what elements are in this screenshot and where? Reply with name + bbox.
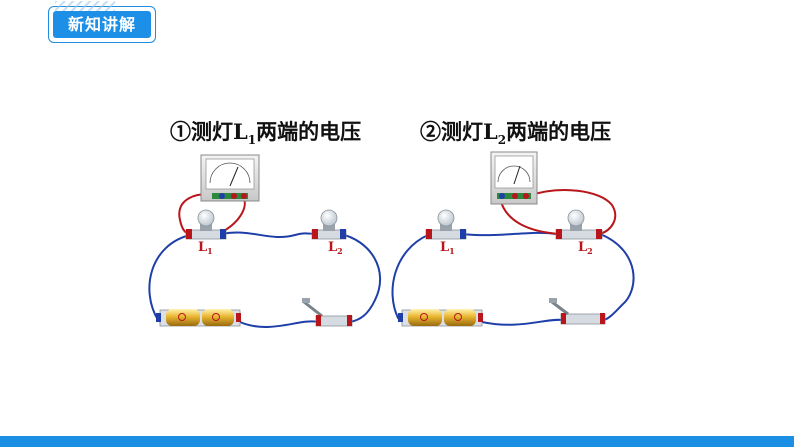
title-number: ② <box>420 119 441 144</box>
panel-2-title: ②测灯L2两端的电压 <box>420 116 611 147</box>
title-prefix: 测灯 <box>441 119 483 144</box>
wire-lamp2-to-switch <box>339 233 381 323</box>
wire-lamp1-to-battery <box>148 234 191 323</box>
wire-lamp1-to-lamp2 <box>221 231 317 239</box>
title-suffix: 两端的电压 <box>256 119 362 144</box>
lamp2-label: L2 <box>328 240 343 256</box>
wire-battery-to-switch <box>239 320 319 328</box>
wire-battery-to-switch <box>481 318 564 326</box>
title-prefix: 测灯 <box>191 119 233 144</box>
lamp-icon <box>185 209 227 240</box>
panel-1-title: ①测灯L1两端的电压 <box>170 116 361 147</box>
title-lamp-sub: 2 <box>497 133 507 148</box>
lamp-icon <box>311 209 347 240</box>
lamp2-label: L2 <box>578 240 593 256</box>
wire-lamp1-to-battery <box>391 234 429 323</box>
title-number: ① <box>170 119 191 144</box>
title-suffix: 两端的电压 <box>506 119 612 144</box>
switch-icon <box>549 298 606 325</box>
lamp-icon <box>555 209 603 240</box>
wire-lamp2-to-switch <box>599 233 635 321</box>
wire-meter-left <box>499 197 561 235</box>
voltmeter-icon <box>200 154 260 202</box>
battery-icon <box>398 309 483 327</box>
section-badge: 新知讲解 <box>48 1 156 43</box>
lamp-icon <box>425 209 467 240</box>
circuit-panel-2: L1 L2 <box>391 151 635 327</box>
wire-lamp1-to-lamp2 <box>461 231 557 237</box>
switch-icon <box>302 298 353 327</box>
voltmeter-icon <box>490 151 538 205</box>
lamp1-label: L1 <box>198 240 213 256</box>
footer-bar <box>0 436 794 447</box>
circuit-panel-1: L1 L2 <box>148 154 381 328</box>
battery-icon <box>156 309 241 327</box>
title-lamp: L <box>483 119 498 144</box>
wire-meter-right <box>527 189 617 235</box>
lamp1-label: L1 <box>440 240 455 256</box>
title-lamp: L <box>233 119 248 144</box>
title-lamp-sub: 1 <box>247 133 257 148</box>
badge-label: 新知讲解 <box>53 1 151 38</box>
